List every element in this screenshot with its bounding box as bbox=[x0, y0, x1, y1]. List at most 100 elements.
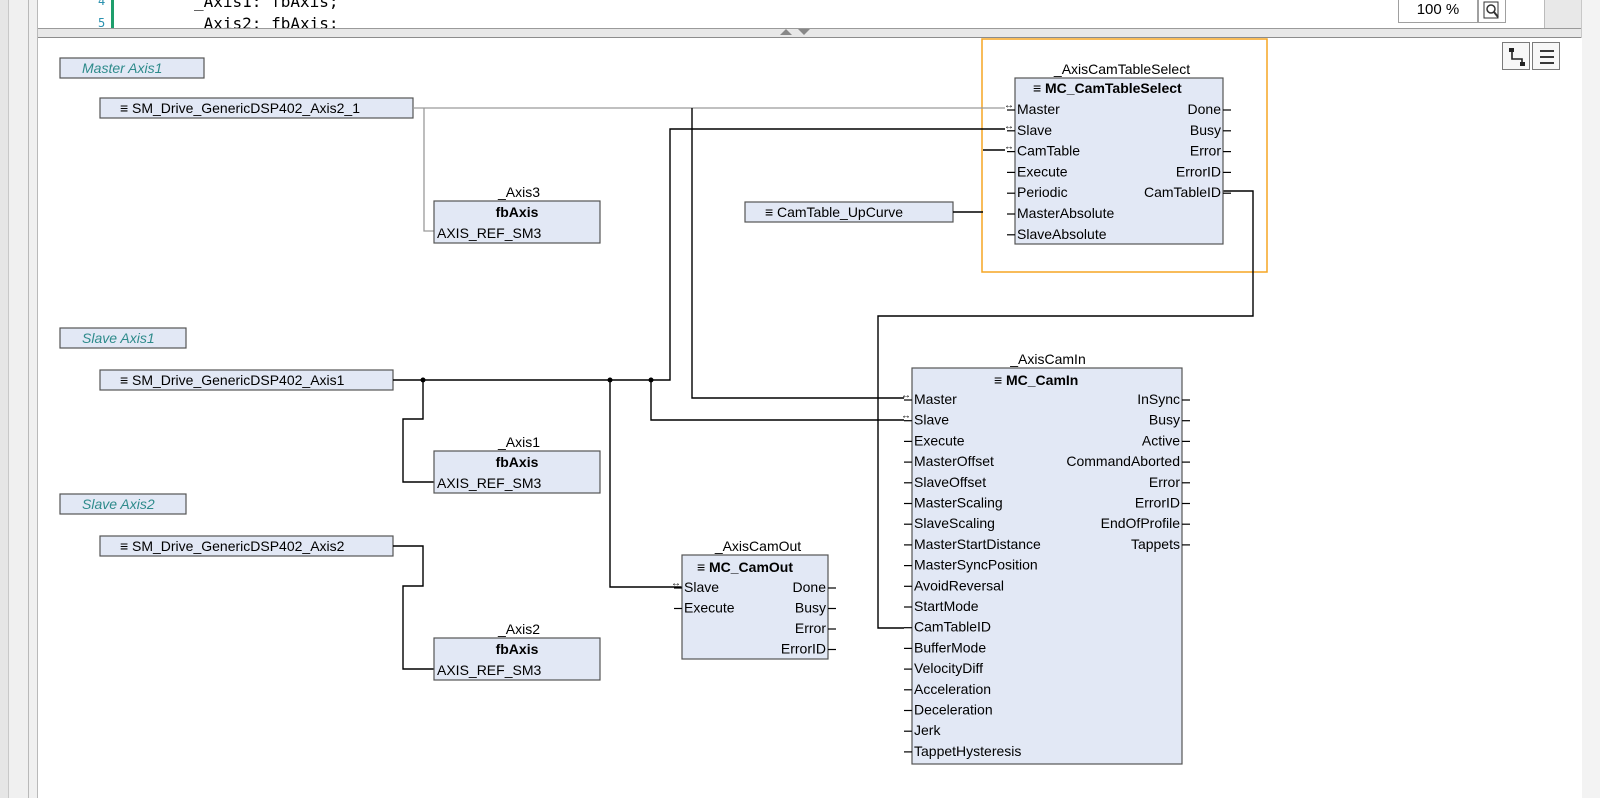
block-axis3[interactable]: _Axis3 fbAxis AXIS_REF_SM3 bbox=[433, 184, 601, 244]
zoom-level-field[interactable]: 100 % bbox=[1398, 0, 1478, 23]
pin-label: MasterStartDistance bbox=[914, 536, 1041, 552]
svg-text:≡: ≡ bbox=[120, 538, 128, 554]
pin-label: MasterOffset bbox=[914, 453, 994, 469]
pin-label: ErrorID bbox=[1135, 495, 1180, 511]
pin-label: Execute bbox=[684, 600, 735, 616]
svg-text:≡: ≡ bbox=[697, 559, 705, 575]
comment-text: Master Axis1 bbox=[82, 60, 162, 76]
var-slave-axis1[interactable]: ≡ SM_Drive_GenericDSP402_Axis1 bbox=[99, 369, 394, 391]
svg-text:≡: ≡ bbox=[1033, 80, 1041, 96]
pin-label: Execute bbox=[914, 432, 965, 448]
comment-text: Slave Axis1 bbox=[82, 330, 155, 346]
wire-camtableid bbox=[877, 190, 1254, 629]
pin-label: Slave bbox=[684, 579, 719, 595]
comment-master[interactable]: Master Axis1 bbox=[59, 57, 205, 79]
menu-button[interactable] bbox=[1532, 42, 1560, 70]
block-type: fbAxis bbox=[496, 641, 539, 657]
output-pins: InSyncBusyActiveCommandAbortedErrorError… bbox=[1066, 391, 1190, 552]
pin-label: Master bbox=[914, 391, 957, 407]
block-axis2[interactable]: _Axis2 fbAxis AXIS_REF_SM3 bbox=[433, 621, 601, 681]
wire-slave2-axis2 bbox=[393, 545, 434, 670]
ref-arrow-icon: ↔ bbox=[1004, 100, 1014, 111]
element-list-icon bbox=[1509, 48, 1525, 66]
var-label: SM_Drive_GenericDSP402_Axis1 bbox=[132, 372, 345, 388]
element-list-button[interactable] bbox=[1502, 42, 1530, 70]
line-number: 5 bbox=[98, 16, 106, 29]
block-axis1[interactable]: _Axis1 fbAxis AXIS_REF_SM3 bbox=[433, 434, 601, 494]
pin-label: Jerk bbox=[914, 722, 941, 738]
editor-splitter[interactable] bbox=[38, 29, 1582, 38]
pin-label: Execute bbox=[1017, 163, 1068, 179]
var-slave-axis2[interactable]: ≡ SM_Drive_GenericDSP402_Axis2 bbox=[99, 535, 394, 557]
pin-label: AXIS_REF_SM3 bbox=[437, 225, 541, 241]
pin-label: Acceleration bbox=[914, 681, 991, 697]
code-line[interactable]: _Axis1: fbAxis; bbox=[194, 0, 339, 11]
pin-label: Busy bbox=[1149, 412, 1180, 428]
top-right-panel bbox=[1544, 0, 1583, 28]
svg-text:≡: ≡ bbox=[765, 204, 773, 220]
wire-slave1-camout bbox=[609, 380, 682, 588]
selection-frame bbox=[981, 38, 1268, 273]
pin-label: Error bbox=[1149, 474, 1180, 490]
block-type: fbAxis bbox=[496, 204, 539, 220]
pin-label: AvoidReversal bbox=[914, 577, 1004, 593]
comment-slave2[interactable]: Slave Axis2 bbox=[59, 493, 187, 515]
comment-slave1[interactable]: Slave Axis1 bbox=[59, 327, 187, 349]
pin-label: Busy bbox=[795, 600, 826, 616]
ref-arrow-icon: ↔ bbox=[671, 578, 681, 589]
line-number: 4 bbox=[98, 0, 106, 8]
pin-label: MasterSyncPosition bbox=[914, 557, 1038, 573]
var-master-axis[interactable]: ≡ SM_Drive_GenericDSP402_Axis2_1 bbox=[99, 97, 414, 119]
fbd-canvas[interactable] bbox=[38, 38, 1582, 798]
change-marker bbox=[111, 0, 114, 28]
wire-slave1-axis1 bbox=[402, 380, 434, 483]
svg-text:≡: ≡ bbox=[120, 372, 128, 388]
instance-name: _Axis1 bbox=[497, 434, 540, 450]
code-line[interactable]: _Axis2: fbAxis; bbox=[194, 14, 339, 29]
left-scrollbar[interactable] bbox=[28, 0, 38, 798]
pin-label: AXIS_REF_SM3 bbox=[437, 662, 541, 678]
block-camin[interactable]: _AxisCamIn MC_CamIn ≡ ↔Master↔SlaveExecu… bbox=[901, 351, 1190, 765]
ref-arrow-icon: ↔ bbox=[1004, 142, 1014, 153]
pin-label: Done bbox=[793, 579, 827, 595]
pin-label: Tappets bbox=[1131, 536, 1180, 552]
pin-label: Master bbox=[1017, 101, 1060, 117]
var-cam-table[interactable]: ≡ CamTable_UpCurve bbox=[744, 201, 954, 223]
wire-slave-camtableselect bbox=[393, 128, 1005, 381]
splitter-arrows-icon bbox=[780, 29, 810, 35]
pin-label: MasterAbsolute bbox=[1017, 205, 1114, 221]
ref-arrow-icon: ↔ bbox=[901, 411, 911, 422]
pin-label: ErrorID bbox=[1176, 163, 1221, 179]
block-type: MC_CamIn bbox=[1006, 372, 1078, 388]
pin-label: MasterScaling bbox=[914, 495, 1003, 511]
ref-arrow-icon: ↔ bbox=[901, 390, 911, 401]
instance-name: _Axis2 bbox=[497, 621, 540, 637]
var-label: SM_Drive_GenericDSP402_Axis2 bbox=[132, 538, 345, 554]
pin-label: CamTableID bbox=[914, 619, 991, 635]
block-type: fbAxis bbox=[496, 454, 539, 470]
comment-text: Slave Axis2 bbox=[82, 496, 155, 512]
zoom-button[interactable] bbox=[1478, 0, 1506, 23]
instance-name: _AxisCamTableSelect bbox=[1053, 61, 1190, 77]
pin-label: Error bbox=[795, 620, 826, 636]
block-type: MC_CamOut bbox=[709, 559, 793, 575]
input-pins: ↔Master↔SlaveExecuteMasterOffsetSlaveOff… bbox=[901, 390, 1041, 759]
pin-label: Error bbox=[1190, 143, 1221, 159]
pin-label: Slave bbox=[1017, 122, 1052, 138]
pin-label: Periodic bbox=[1017, 184, 1068, 200]
pin-label: SlaveOffset bbox=[914, 474, 986, 490]
ref-arrow-icon: ↔ bbox=[1004, 121, 1014, 132]
pin-label: TappetHysteresis bbox=[914, 743, 1021, 759]
pin-label: Active bbox=[1142, 432, 1180, 448]
pin-label: AXIS_REF_SM3 bbox=[437, 475, 541, 491]
junction-dot bbox=[648, 377, 654, 383]
wire-master-axis3 bbox=[423, 108, 434, 232]
block-type: MC_CamTableSelect bbox=[1045, 80, 1182, 96]
block-camtableselect[interactable]: _AxisCamTableSelect MC_CamTableSelect ≡ … bbox=[1004, 61, 1231, 245]
instance-name: _AxisCamOut bbox=[714, 538, 801, 554]
declaration-editor[interactable]: 4 5 _Axis1: fbAxis; _Axis2: fbAxis; bbox=[38, 0, 1582, 29]
